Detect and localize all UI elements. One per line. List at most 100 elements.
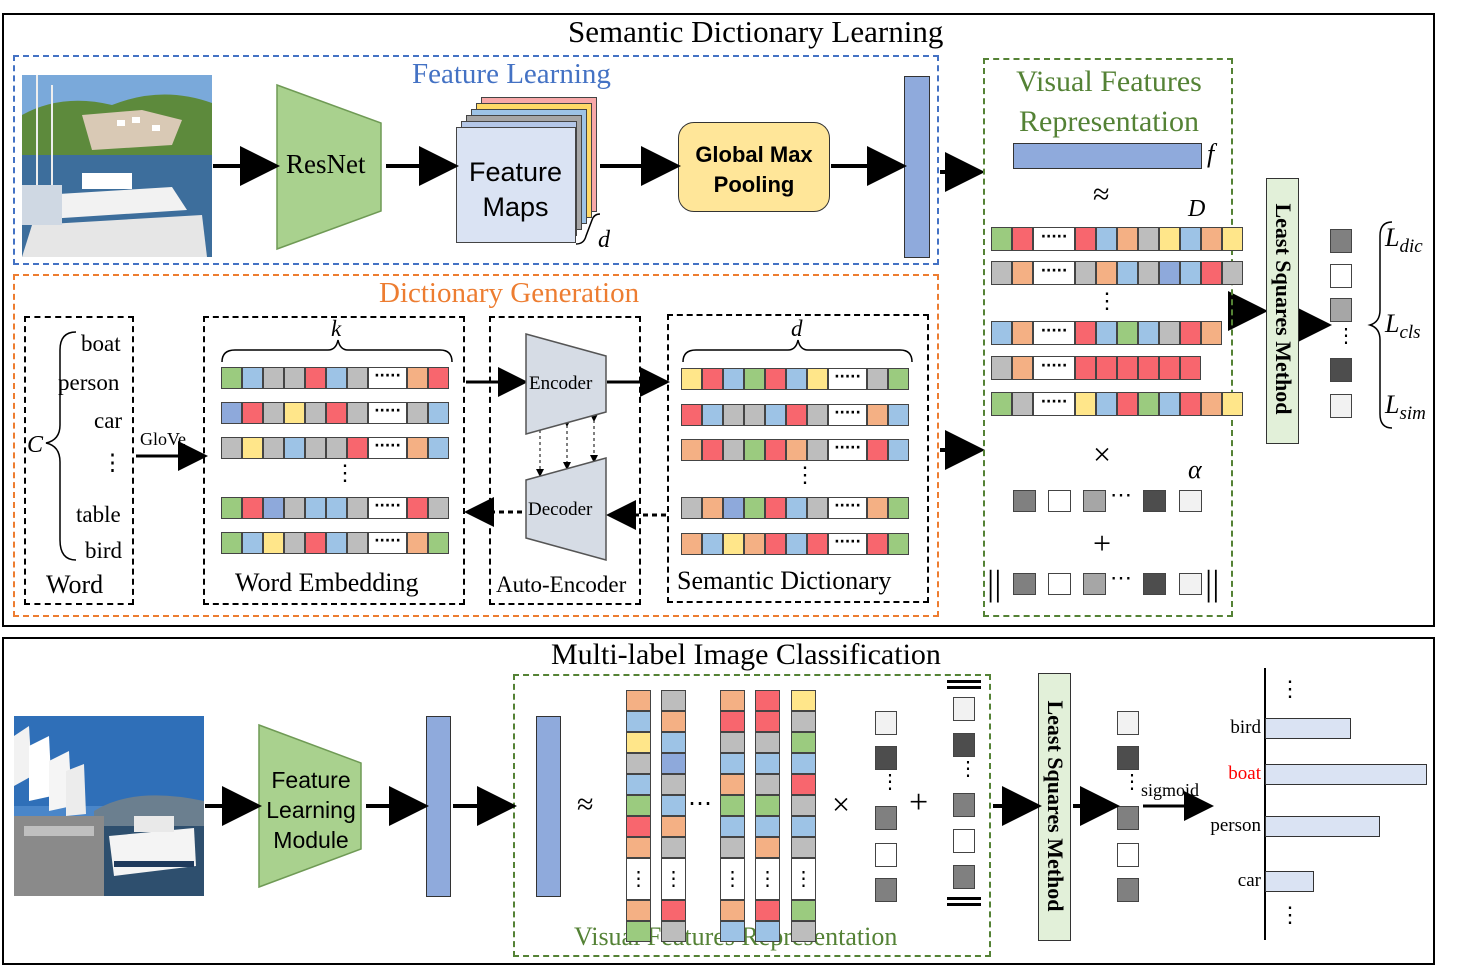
bottom-panel-title: Multi-label Image Classification bbox=[551, 638, 941, 671]
visual-dict-cell bbox=[1138, 321, 1159, 345]
dictionary-cell bbox=[867, 368, 888, 390]
embedding-cell bbox=[284, 402, 305, 424]
column-cell bbox=[626, 795, 651, 816]
resnet-label: ResNet bbox=[286, 149, 366, 179]
column-cell bbox=[626, 732, 651, 753]
top-panel-title: Semantic Dictionary Learning bbox=[568, 14, 944, 49]
embedding-cell bbox=[221, 532, 242, 554]
embedding-cell bbox=[305, 367, 326, 389]
dictionary-cell bbox=[786, 533, 807, 555]
column-ellipsis-cell: ⋮ bbox=[661, 858, 686, 900]
decoder-label: Decoder bbox=[528, 499, 593, 520]
alpha-cell bbox=[1179, 573, 1202, 595]
embedding-cell bbox=[326, 367, 347, 389]
embedding-cell bbox=[347, 497, 368, 519]
dictionary-cell bbox=[765, 368, 786, 390]
alpha-column-cell bbox=[1330, 229, 1352, 253]
bottom-f-vector bbox=[536, 716, 561, 897]
visual-dict-cell bbox=[1159, 392, 1180, 416]
bar-chart-axis bbox=[1264, 668, 1266, 940]
dictionary-cell bbox=[681, 439, 702, 461]
dictionary-cell bbox=[786, 404, 807, 426]
embedding-cell bbox=[221, 367, 242, 389]
column-ellipsis-cell: ⋮ bbox=[626, 858, 651, 900]
norm-right-bars: || bbox=[1205, 563, 1220, 603]
column-cell bbox=[791, 900, 816, 921]
column-cell bbox=[720, 711, 745, 732]
embedding-cell bbox=[263, 367, 284, 389]
vector-ellipsis-cell: ····· bbox=[368, 402, 407, 424]
visual-dict-cell bbox=[1117, 261, 1138, 285]
embedding-cell bbox=[407, 532, 428, 554]
visual-vdots: ⋮ bbox=[1096, 288, 1118, 313]
dictionary-generation-box bbox=[13, 274, 939, 617]
column-cell bbox=[791, 837, 816, 858]
output-alpha-cell bbox=[1117, 843, 1139, 867]
alpha-cell bbox=[1143, 490, 1166, 512]
feature-f-bar bbox=[1013, 143, 1202, 169]
visual-dict-cell bbox=[1012, 321, 1033, 345]
score-bar-bird bbox=[1265, 718, 1351, 739]
feature-map-brace bbox=[575, 213, 601, 245]
word-item: person bbox=[58, 370, 120, 395]
embedding-cell bbox=[284, 437, 305, 459]
column-cell bbox=[661, 921, 686, 942]
bottom-alpha-cell bbox=[875, 843, 897, 867]
word-embedding-label: Word Embedding bbox=[235, 568, 419, 597]
visual-dict-cell bbox=[1075, 321, 1096, 345]
visual-dict-cell bbox=[1117, 227, 1138, 251]
visual-dict-cell bbox=[1117, 356, 1138, 380]
norm-alpha-cell bbox=[953, 697, 975, 721]
dictionary-cell bbox=[681, 368, 702, 390]
visual-dict-cell bbox=[1201, 392, 1222, 416]
feature-learning-module bbox=[258, 723, 362, 889]
visual-dict-cell bbox=[1075, 261, 1096, 285]
top-panel bbox=[2, 13, 1435, 627]
visual-dict-cell bbox=[1138, 261, 1159, 285]
bar-chart-vdots-top: ⋮ bbox=[1279, 676, 1301, 701]
column-cell bbox=[626, 921, 651, 942]
visual-features-title: Visual Features Representation bbox=[1016, 65, 1202, 138]
vector-ellipsis-cell: ····· bbox=[828, 439, 867, 461]
embedding-cell bbox=[263, 497, 284, 519]
visual-dict-cell bbox=[1180, 356, 1201, 380]
embedding-cell bbox=[347, 437, 368, 459]
dictionary-cell bbox=[681, 404, 702, 426]
visual-dict-cell bbox=[1201, 321, 1222, 345]
dictionary-cell bbox=[702, 404, 723, 426]
norm-top-bars bbox=[947, 680, 981, 689]
norm-left-bars: || bbox=[987, 563, 1002, 603]
vector-ellipsis-cell: ····· bbox=[368, 497, 407, 519]
word-item: bird bbox=[85, 538, 123, 563]
visual-dict-cell bbox=[991, 261, 1012, 285]
least-squares-block-top bbox=[1266, 178, 1299, 444]
embedding-cell bbox=[221, 402, 242, 424]
bottom-alpha-vdots: ⋮ bbox=[880, 771, 900, 793]
visual-dict-cell bbox=[1159, 356, 1180, 380]
dictionary-cell bbox=[867, 533, 888, 555]
dictionary-cell bbox=[723, 368, 744, 390]
column-cell bbox=[791, 816, 816, 837]
alpha-column-cell bbox=[1330, 298, 1352, 322]
times-symbol: × bbox=[1093, 436, 1112, 472]
dictionary-dim-d: d bbox=[791, 316, 803, 341]
dictionary-cell bbox=[702, 497, 723, 519]
vector-ellipsis-cell: ····· bbox=[1033, 356, 1075, 380]
column-cell bbox=[626, 816, 651, 837]
alpha-column-cell bbox=[1330, 358, 1352, 382]
column-cell bbox=[720, 837, 745, 858]
embedding-cell bbox=[347, 402, 368, 424]
embedding-cell bbox=[263, 532, 284, 554]
dictionary-cell bbox=[744, 533, 765, 555]
embedding-cell bbox=[428, 367, 449, 389]
column-cell bbox=[626, 837, 651, 858]
embedding-cell bbox=[221, 437, 242, 459]
dictionary-cell bbox=[681, 533, 702, 555]
dictionary-cell bbox=[786, 439, 807, 461]
column-cell bbox=[720, 690, 745, 711]
bottom-alpha-cell bbox=[875, 878, 897, 902]
visual-features-box bbox=[983, 58, 1233, 617]
column-cell bbox=[626, 774, 651, 795]
